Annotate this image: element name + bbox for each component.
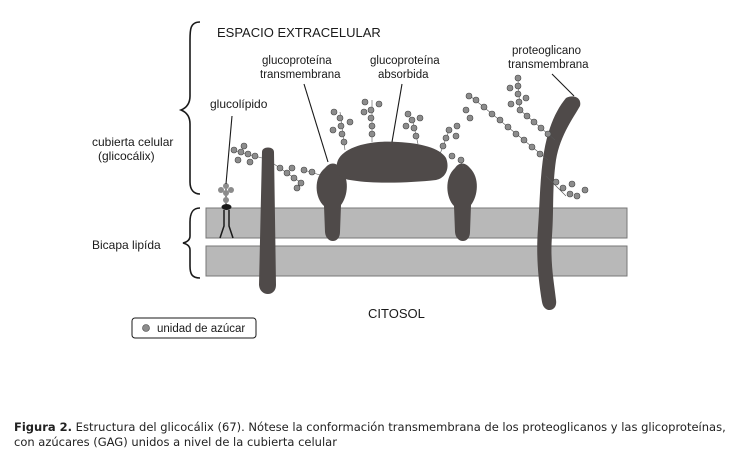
proteoglycan-label-line1: proteoglicano — [512, 45, 581, 57]
bilayer-bracket — [182, 207, 201, 279]
caption-text: Estructura del glicocálix (67). Nótese l… — [14, 420, 726, 449]
adsorbed-glycoprotein-complex — [300, 98, 477, 241]
bilayer-label: Bicapa lipída — [92, 238, 161, 252]
legend-label: unidad de azúcar — [157, 323, 245, 335]
transmembrane-proteoglycan — [462, 74, 589, 311]
glycolipid — [218, 183, 234, 239]
legend: unidad de azúcar — [131, 317, 257, 339]
bilayer-inner-leaflet — [205, 245, 628, 277]
proteoglycan-label-line2: transmembrana — [508, 59, 589, 71]
caption-label: Figura 2. — [14, 420, 73, 434]
legend-box — [131, 317, 257, 339]
tm-glycoprotein-label-line2: transmembrana — [260, 69, 341, 81]
abs-glycoprotein-label-line2: absorbida — [378, 69, 429, 81]
figure-caption: Figura 2. Estructura del glicocálix (67)… — [14, 420, 738, 450]
transmembrane-glycoprotein-rod — [230, 142, 305, 294]
extracellular-label: ESPACIO EXTRACELULAR — [217, 25, 381, 40]
cytosol-label: CITOSOL — [368, 306, 425, 321]
lipid-bilayer — [205, 207, 628, 277]
pointer-lines — [225, 73, 575, 185]
cell-coat-bracket — [178, 21, 201, 195]
abs-glycoprotein-label-line1: glucoproteína — [370, 55, 440, 67]
glycocalyx-diagram: ESPACIO EXTRACELULAR CITOSOL cubierta ce… — [92, 21, 628, 339]
cell-coat-label-line1: cubierta celular — [92, 135, 173, 149]
tm-glycoprotein-label-line1: glucoproteína — [262, 55, 332, 67]
glycolipid-label: glucolípido — [210, 97, 268, 111]
cell-coat-label-line2: (glicocálix) — [98, 149, 155, 163]
bilayer-outer-leaflet — [205, 207, 628, 239]
sugar-unit-icon — [142, 324, 150, 332]
